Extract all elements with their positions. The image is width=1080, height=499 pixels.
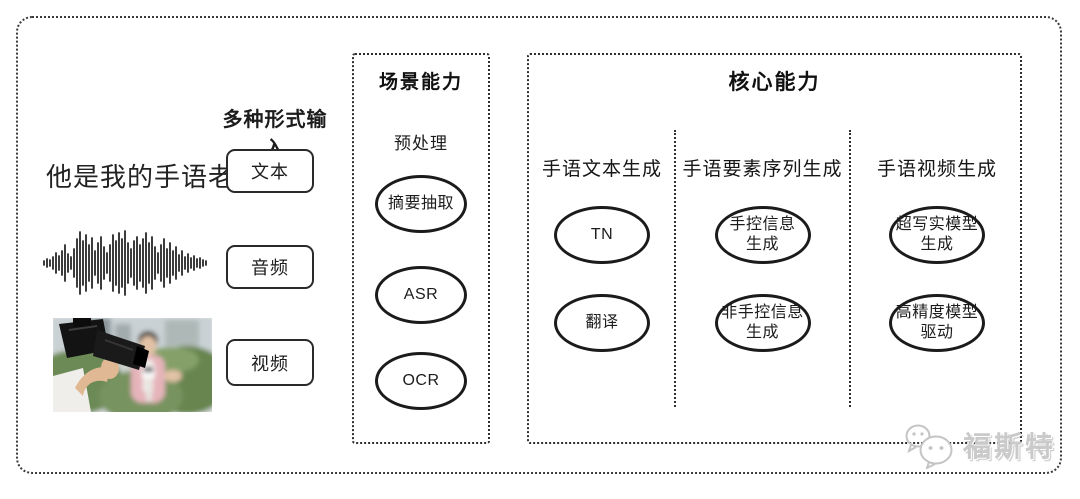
node-label: 高精度模型: [895, 304, 979, 321]
node-label: ASR: [403, 286, 439, 303]
wechat-icon: [905, 424, 953, 469]
column-divider: [674, 130, 676, 407]
node-label: 翻译: [585, 314, 619, 331]
node-ocr: OCR: [375, 352, 467, 410]
preprocess-label: 预处理: [394, 134, 448, 153]
node-summary-extraction: 摘要抽取: [375, 175, 467, 233]
node-label: OCR: [402, 372, 440, 389]
column-video-generation: 手语视频生成 超写实模型 生成 高精度模型 驱动: [850, 55, 1024, 442]
modality-box-audio: 音频: [226, 245, 314, 289]
column-text-generation: 手语文本生成 TN 翻译: [529, 55, 675, 442]
node-hyperrealistic-model-generation: 超写实模型 生成: [889, 206, 985, 264]
example-sentence-text: 他是我的手语老师: [46, 162, 263, 192]
column-divider: [849, 130, 851, 407]
node-tn: TN: [554, 206, 650, 264]
video-thumbnail-illustration: [53, 318, 212, 412]
column-label: 手语文本生成: [541, 159, 662, 180]
node-non-manual-info-generation: 非手控信息 生成: [714, 294, 811, 352]
core-capability-box: 核心能力 手语文本生成 TN 翻译 手语要素序列生成 手控信息 生成 非手控信息: [527, 53, 1022, 444]
audio-waveform-illustration: [43, 230, 207, 296]
node-high-precision-model-driving: 高精度模型 驱动: [889, 294, 985, 352]
node-label: 生成: [745, 324, 779, 341]
scene-capability-title: 场景能力: [378, 72, 463, 93]
column-label: 手语要素序列生成: [682, 159, 843, 180]
node-asr: ASR: [375, 266, 467, 324]
scene-capability-box: 场景能力 预处理 摘要抽取 ASR OCR: [352, 53, 490, 444]
node-label: 手控信息: [729, 216, 796, 233]
node-label: 超写实模型: [895, 216, 979, 233]
node-label: 驱动: [920, 324, 954, 341]
node-translation: 翻译: [554, 294, 650, 352]
column-label: 手语视频生成: [876, 159, 997, 180]
node-label: 非手控信息: [721, 304, 804, 321]
column-element-sequence-generation: 手语要素序列生成 手控信息 生成 非手控信息 生成: [675, 55, 850, 442]
modality-box-text: 文本: [226, 149, 314, 193]
node-label: 生成: [745, 236, 779, 253]
node-label: 摘要抽取: [387, 195, 454, 212]
watermark: 福斯特: [903, 421, 1056, 469]
watermark-text: 福斯特: [963, 431, 1057, 462]
node-label: TN: [590, 226, 614, 243]
modality-box-video: 视频: [226, 339, 314, 386]
core-capability-title: 核心能力: [728, 71, 821, 94]
node-manual-info-generation: 手控信息 生成: [714, 206, 811, 264]
outer-dotted-frame: [16, 16, 1062, 474]
node-label: 生成: [920, 236, 954, 253]
